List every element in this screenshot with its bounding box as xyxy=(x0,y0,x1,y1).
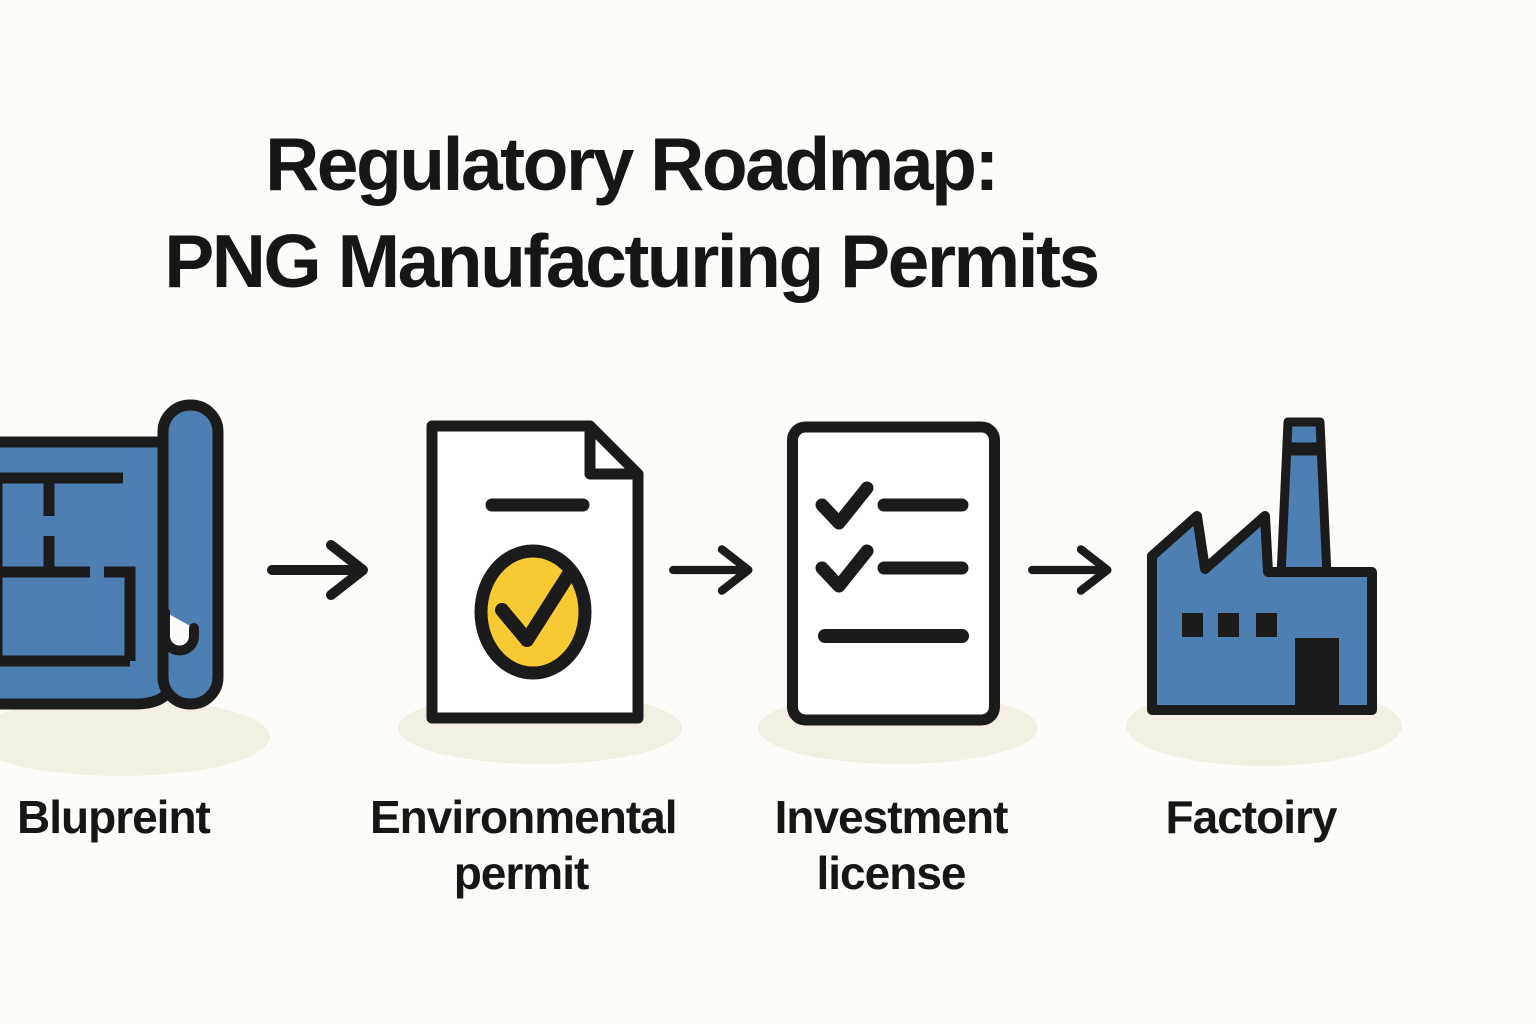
checklist-document-icon xyxy=(787,421,1000,726)
blueprint-icon xyxy=(0,399,224,710)
factory-windows xyxy=(1182,613,1277,637)
step-label-blueprint: Blupreint xyxy=(17,789,211,845)
arrow-right-icon xyxy=(669,545,753,595)
label-line: license xyxy=(816,847,967,899)
ground-shadow xyxy=(0,698,270,776)
step-label-investment-license: Investment license xyxy=(740,789,1042,901)
label-line: permit xyxy=(453,847,590,899)
title-line-1: Regulatory Roadmap: xyxy=(265,122,999,206)
arrow-right-icon xyxy=(267,540,368,600)
label-line: Blupreint xyxy=(17,791,211,843)
arrow-right-icon xyxy=(1028,545,1112,595)
checklist-items xyxy=(815,481,969,643)
check-mark-icon xyxy=(495,567,576,647)
title-line-2: PNG Manufacturing Permits xyxy=(164,219,1100,303)
approved-document-icon xyxy=(426,420,644,724)
factory-icon xyxy=(1147,417,1377,715)
step-label-factory: Factoiry xyxy=(1100,789,1402,845)
page-title: Regulatory Roadmap: PNG Manufacturing Pe… xyxy=(0,116,1262,310)
check-mark-icon xyxy=(815,544,874,593)
blueprint-curl xyxy=(160,607,199,656)
factory-door xyxy=(1295,638,1339,706)
label-line: Investment xyxy=(774,791,1009,843)
folded-corner xyxy=(584,426,638,480)
floor-plan-lines xyxy=(0,472,136,667)
step-label-environmental-permit: Environmental permit xyxy=(370,789,678,901)
label-line: Factoiry xyxy=(1165,791,1338,843)
blueprint-roll xyxy=(157,399,224,710)
label-line: Environmental xyxy=(370,791,678,843)
check-mark-icon xyxy=(815,481,874,530)
